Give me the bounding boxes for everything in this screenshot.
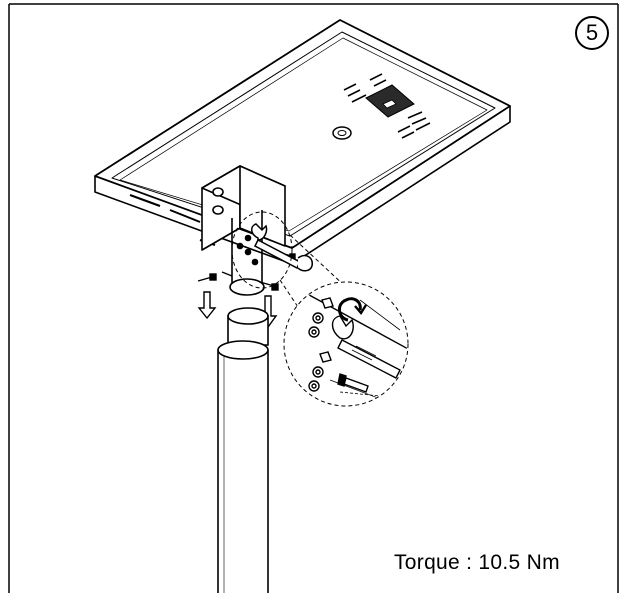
pole-icon: [217, 307, 269, 593]
vent-grille-icon: [343, 73, 431, 139]
step-number-badge: 5: [575, 16, 609, 50]
pole-bracket-icon: [201, 165, 286, 296]
detail-bolt-bottom-icon: [308, 351, 369, 393]
wrench-icon: [251, 223, 314, 272]
torque-caption: Torque : 10.5 Nm: [394, 551, 560, 574]
diagram-border: [8, 3, 619, 593]
solar-street-light-icon: [94, 19, 511, 265]
magnified-detail-icon: [283, 281, 409, 407]
clockwise-rotate-icon: [338, 297, 368, 322]
detail-bolt-top-icon: [308, 297, 334, 338]
